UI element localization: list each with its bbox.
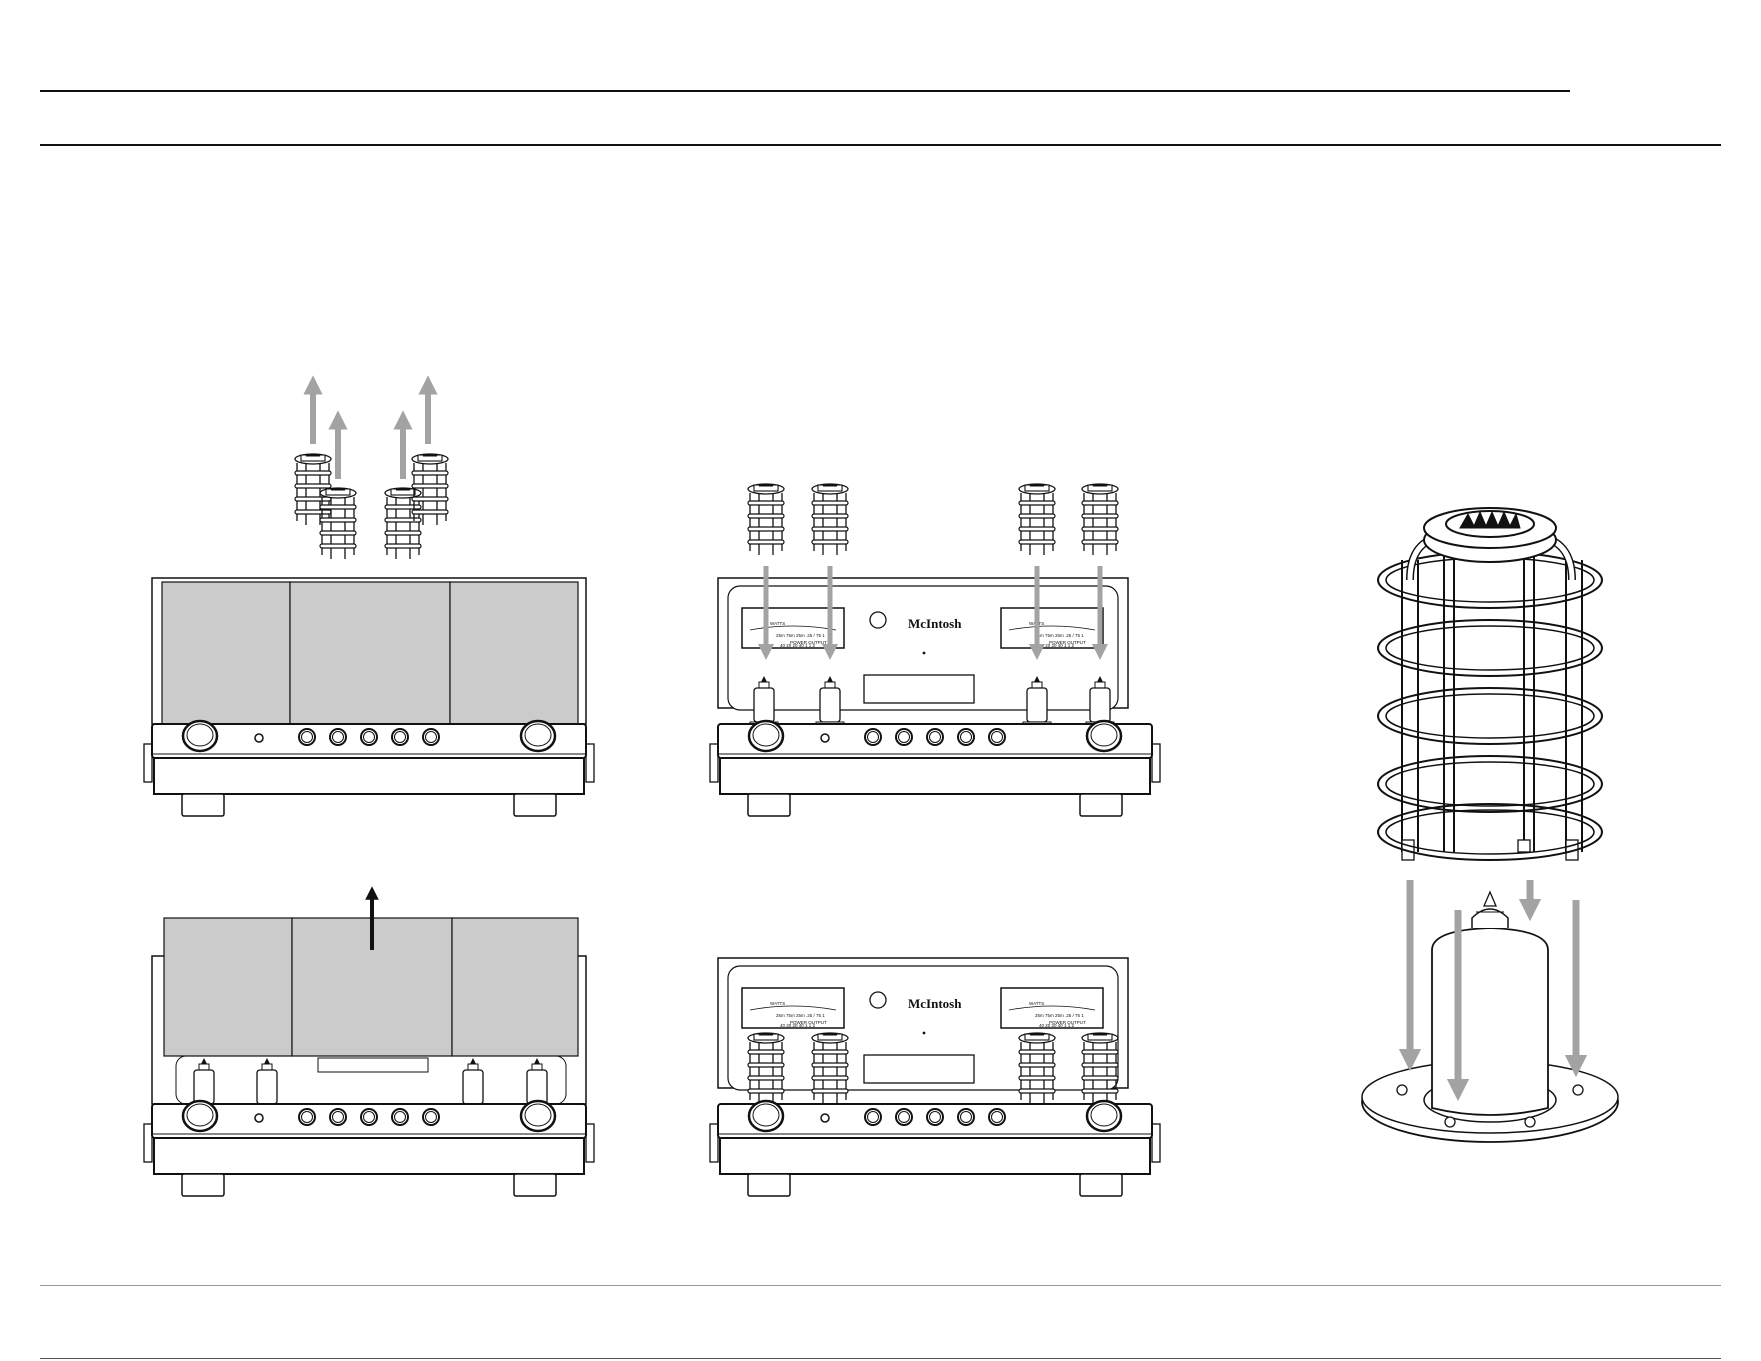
meter-power-output-label-left-2: POWER OUTPUT <box>790 1020 827 1025</box>
illustration-tube-cage-detail <box>1362 508 1618 1142</box>
illustration-install-tube-cages: WATTS WATTS 25m 75m 25m .25 / 75 1 25m 7… <box>710 484 1160 816</box>
meter-power-output-label-left: POWER OUTPUT <box>790 640 827 645</box>
meter-scale-top-left-2: 25m 75m 25m .25 / 75 1 <box>776 1013 825 1018</box>
brand-logo-text-2: McIntosh <box>908 996 962 1011</box>
meter-watts-label-left-2: WATTS <box>770 1001 785 1006</box>
meter-scale-top-left: 25m 75m 25m .25 / 75 1 <box>776 633 825 638</box>
illustration-remove-shield-cover <box>144 893 594 1196</box>
meter-watts-label-left: WATTS <box>770 621 785 626</box>
meter-power-output-label-right: POWER OUTPUT <box>1049 640 1086 645</box>
meter-watts-label-right-2: WATTS <box>1029 1001 1044 1006</box>
meter-scale-top-right: 25m 75m 25m .25 / 75 1 <box>1035 633 1084 638</box>
illustration-remove-tube-cages <box>144 385 594 816</box>
meter-scale-top-right-2: 25m 75m 25m .25 / 75 1 <box>1035 1013 1084 1018</box>
meter-power-output-label-right-2: POWER OUTPUT <box>1049 1020 1086 1025</box>
illustration-cages-installed: WATTS WATTS 25m 75m 25m .25 / 75 1 25m 7… <box>710 958 1160 1196</box>
brand-logo-text: McIntosh <box>908 616 962 631</box>
